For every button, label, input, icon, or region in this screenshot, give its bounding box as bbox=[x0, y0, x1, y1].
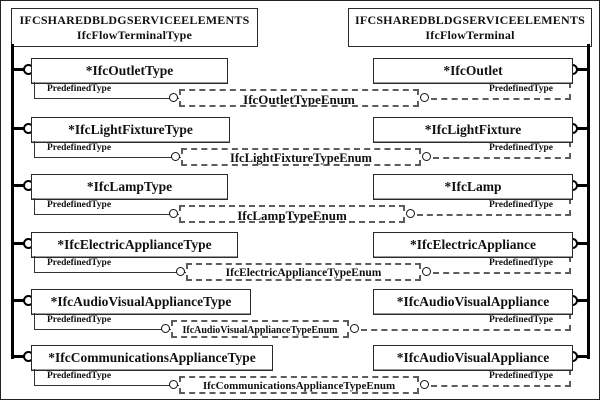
subtype-branch-line bbox=[576, 242, 590, 245]
subtype-branch-line bbox=[576, 184, 590, 187]
left-entity-box: *IfcLightFixtureType bbox=[31, 117, 230, 143]
type-enum-box: IfcElectricApplianceTypeEnum bbox=[186, 263, 421, 281]
attribute-circle-icon bbox=[422, 152, 431, 161]
entity-pair-row: *IfcAudioVisualApplianceType PredefinedT… bbox=[1, 289, 599, 344]
right-entity-box: *IfcAudioVisualAppliance bbox=[373, 345, 573, 371]
predefined-type-attribute: PredefinedType bbox=[433, 256, 571, 274]
entity-name: *IfcLightFixtureType bbox=[68, 122, 193, 137]
enum-name: IfcElectricApplianceTypeEnum bbox=[225, 267, 382, 279]
right-entity-box: *IfcLamp bbox=[373, 174, 573, 200]
predefined-type-attribute: PredefinedType bbox=[34, 256, 189, 273]
left-entity-box: *IfcCommunicationsApplianceType bbox=[31, 345, 273, 371]
predefined-type-attribute: PredefinedType bbox=[433, 141, 571, 159]
attribute-label: PredefinedType bbox=[488, 143, 553, 153]
attribute-circle-icon bbox=[161, 324, 170, 333]
predefined-type-attribute: PredefinedType bbox=[34, 198, 182, 215]
attribute-circle-icon bbox=[169, 380, 178, 389]
predefined-type-attribute: PredefinedType bbox=[34, 313, 174, 330]
subtype-branch-line bbox=[576, 68, 590, 71]
attribute-label: PredefinedType bbox=[47, 371, 112, 381]
entity-name: *IfcElectricApplianceType bbox=[57, 237, 212, 252]
entity-pair-row: *IfcOutletType PredefinedType IfcOutletT… bbox=[1, 58, 599, 113]
subtype-branch-line bbox=[12, 127, 26, 130]
subtype-branch-line bbox=[12, 184, 26, 187]
entity-name: *IfcAudioVisualAppliance bbox=[396, 350, 550, 365]
left-supertype-trunk-line bbox=[11, 44, 14, 359]
attribute-circle-icon bbox=[350, 324, 359, 333]
attribute-circle-icon bbox=[169, 209, 178, 218]
left-entity-box: *IfcElectricApplianceType bbox=[31, 232, 238, 258]
left-entity-box: *IfcOutletType bbox=[31, 58, 228, 84]
predefined-type-attribute: PredefinedType bbox=[431, 369, 571, 387]
attribute-circle-icon bbox=[420, 93, 429, 102]
subtype-branch-line bbox=[12, 242, 26, 245]
attribute-label: PredefinedType bbox=[488, 315, 553, 325]
schema-name: IFCSHAREDBLDGSERVICEELEMENTS bbox=[19, 12, 250, 27]
schema-name: IFCSHAREDBLDGSERVICEELEMENTS bbox=[355, 12, 585, 27]
enum-name: IfcOutletTypeEnum bbox=[243, 92, 355, 107]
type-enum-box: IfcCommunicationsApplianceTypeEnum bbox=[179, 376, 419, 394]
entity-name: *IfcElectricAppliance bbox=[410, 237, 536, 252]
entity-name: *IfcLamp bbox=[444, 179, 502, 194]
enum-name: IfcAudioVisualApplianceTypeEnum bbox=[182, 325, 338, 336]
right-entity-box: *IfcOutlet bbox=[373, 58, 573, 84]
subtype-branch-line bbox=[576, 299, 590, 302]
entity-group-name: IfcFlowTerminal bbox=[425, 27, 515, 42]
entity-name: *IfcLampType bbox=[86, 179, 173, 194]
subtype-branch-line bbox=[12, 68, 26, 71]
right-entity-box: *IfcAudioVisualAppliance bbox=[373, 289, 573, 315]
subtype-branch-line bbox=[12, 355, 26, 358]
entity-name: *IfcLightFixture bbox=[424, 122, 522, 137]
attribute-circle-icon bbox=[420, 380, 429, 389]
attribute-label: PredefinedType bbox=[47, 315, 112, 325]
entity-name: *IfcCommunicationsApplianceType bbox=[48, 350, 256, 365]
enum-name: IfcCommunicationsApplianceTypeEnum bbox=[202, 380, 396, 392]
attribute-label: PredefinedType bbox=[488, 258, 553, 268]
subtype-branch-line bbox=[576, 127, 590, 130]
attribute-label: PredefinedType bbox=[488, 200, 553, 210]
attribute-circle-icon bbox=[406, 209, 415, 218]
entity-pair-row: *IfcLampType PredefinedType IfcLampTypeE… bbox=[1, 174, 599, 229]
entity-pair-row: *IfcCommunicationsApplianceType Predefin… bbox=[1, 345, 599, 399]
type-enum-box: IfcLampTypeEnum bbox=[179, 205, 405, 223]
predefined-type-attribute: PredefinedType bbox=[417, 198, 571, 216]
enum-name: IfcLampTypeEnum bbox=[237, 208, 347, 223]
predefined-type-attribute: PredefinedType bbox=[431, 82, 571, 100]
entity-name: *IfcAudioVisualApplianceType bbox=[50, 294, 232, 309]
predefined-type-attribute: PredefinedType bbox=[361, 313, 571, 331]
entity-pair-row: *IfcLightFixtureType PredefinedType IfcL… bbox=[1, 117, 599, 172]
type-enum-box: IfcAudioVisualApplianceTypeEnum bbox=[171, 320, 349, 338]
schema-header-flow-terminal: IFCSHAREDBLDGSERVICEELEMENTS IfcFlowTerm… bbox=[348, 8, 592, 47]
subtype-branch-line bbox=[576, 355, 590, 358]
right-entity-box: *IfcElectricAppliance bbox=[373, 232, 573, 258]
type-enum-box: IfcLightFixtureTypeEnum bbox=[181, 148, 421, 166]
right-supertype-trunk-line bbox=[587, 44, 590, 359]
attribute-circle-icon bbox=[422, 267, 431, 276]
attribute-circle-icon bbox=[176, 267, 185, 276]
entity-pair-row: *IfcElectricApplianceType PredefinedType… bbox=[1, 232, 599, 287]
entity-group-name: IfcFlowTerminalType bbox=[76, 27, 193, 42]
attribute-label: PredefinedType bbox=[488, 84, 553, 94]
right-entity-box: *IfcLightFixture bbox=[373, 117, 573, 143]
attribute-label: PredefinedType bbox=[47, 258, 112, 268]
predefined-type-attribute: PredefinedType bbox=[34, 369, 182, 386]
entity-name: *IfcOutlet bbox=[443, 63, 503, 78]
attribute-label: PredefinedType bbox=[488, 371, 553, 381]
attribute-label: PredefinedType bbox=[47, 143, 112, 153]
entity-name: *IfcAudioVisualAppliance bbox=[396, 294, 550, 309]
attribute-circle-icon bbox=[171, 152, 180, 161]
subtype-branch-line bbox=[12, 299, 26, 302]
left-entity-box: *IfcAudioVisualApplianceType bbox=[31, 289, 251, 315]
attribute-label: PredefinedType bbox=[47, 84, 112, 94]
attribute-label: PredefinedType bbox=[47, 200, 112, 210]
enum-name: IfcLightFixtureTypeEnum bbox=[230, 151, 372, 165]
attribute-circle-icon bbox=[169, 93, 178, 102]
entity-name: *IfcOutletType bbox=[85, 63, 174, 78]
predefined-type-attribute: PredefinedType bbox=[34, 82, 182, 99]
schema-header-flow-terminal-type: IFCSHAREDBLDGSERVICEELEMENTS IfcFlowTerm… bbox=[11, 8, 258, 47]
predefined-type-attribute: PredefinedType bbox=[34, 141, 184, 158]
left-entity-box: *IfcLampType bbox=[31, 174, 228, 200]
type-enum-box: IfcOutletTypeEnum bbox=[179, 89, 419, 107]
